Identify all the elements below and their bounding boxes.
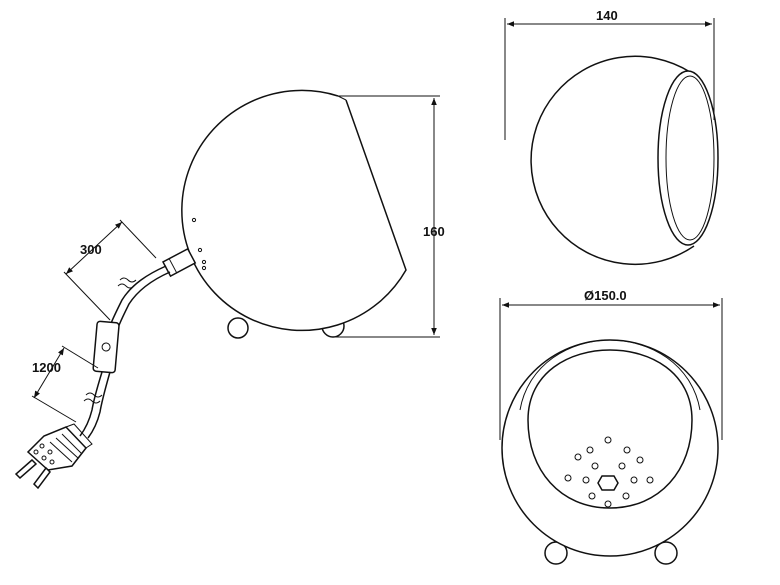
- bottom-foot-right: [654, 541, 678, 565]
- dimension-1200: 1200: [31, 345, 99, 423]
- euro-plug: [14, 423, 93, 490]
- cable-gland: [161, 247, 197, 278]
- dim-label-300: 300: [80, 242, 102, 257]
- front-opening: [657, 70, 719, 246]
- front-view: 140: [504, 8, 719, 265]
- vent-holes: [564, 436, 654, 508]
- inline-switch: [92, 320, 120, 374]
- front-sphere: [530, 55, 695, 265]
- dimension-160: 160: [333, 95, 445, 338]
- cable-lower: [79, 371, 103, 437]
- dimension-140: 140: [504, 8, 715, 140]
- dimension-diameter: Ø150.0: [499, 288, 723, 440]
- side-view: 300 1200 160: [14, 89, 445, 490]
- dim-label-1200: 1200: [32, 360, 61, 375]
- bottom-recess: [527, 349, 693, 509]
- dimension-300: 300: [63, 219, 157, 321]
- dim-label-diameter: Ø150.0: [584, 288, 627, 303]
- foot-left: [227, 317, 249, 339]
- cable-upper: [109, 265, 167, 327]
- lamp-sphere: [181, 89, 407, 332]
- dim-label-160: 160: [423, 224, 445, 239]
- bottom-view: Ø150.0: [499, 288, 723, 565]
- dim-label-140: 140: [596, 8, 618, 23]
